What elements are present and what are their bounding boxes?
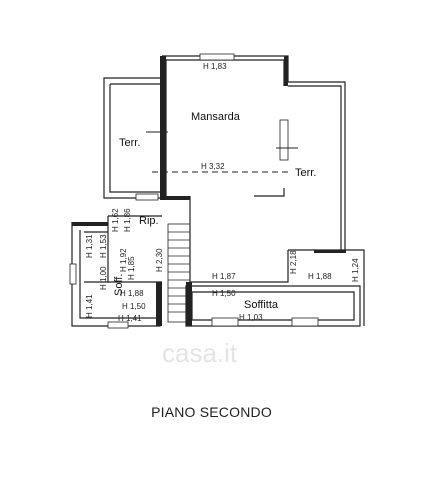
height-label: H 1,83 [203, 62, 227, 71]
height-label: H 1,92 [119, 248, 128, 272]
wall-segment [160, 56, 166, 196]
height-label: H 1,62 [111, 208, 120, 232]
window [135, 193, 159, 201]
window [291, 317, 319, 327]
room-label-terrace-right: Terr. [295, 167, 316, 179]
room-label-ripostiglio: Rip. [139, 215, 159, 227]
height-label: H 1,86 [123, 208, 132, 232]
window [199, 53, 235, 61]
mansarda-lower-wall [189, 188, 289, 283]
room-label-mansarda: Mansarda [191, 111, 241, 123]
height-label: H 2,30 [155, 248, 164, 272]
height-label: H 2,18 [289, 250, 298, 274]
wall-segment [284, 56, 288, 86]
window [69, 263, 77, 285]
terrace-left-wall [103, 77, 162, 199]
terrace-right-wall [288, 85, 342, 250]
mansarda-inner-wall [165, 59, 285, 196]
partition-wall [84, 231, 108, 283]
terrace-left-inner [109, 83, 160, 193]
height-label: H 1,31 [85, 234, 94, 258]
height-label: H 1,88 [120, 289, 144, 298]
height-label: H 1,03 [239, 313, 263, 322]
right-wing-wall [288, 249, 365, 326]
wall-segment [72, 222, 108, 226]
height-label: H 1,88 [308, 272, 332, 281]
watermark: casa.it [162, 338, 238, 368]
wall-segment [160, 196, 190, 200]
height-label: H 1,85 [127, 256, 136, 280]
height-label: H 1,00 [99, 266, 108, 290]
height-label: H 1,50 [212, 289, 236, 298]
height-label: H 3,32 [201, 162, 225, 171]
window [107, 321, 129, 329]
wall-segment [314, 250, 346, 253]
room-label-soffitta: Soffitta [244, 299, 279, 311]
window [211, 317, 239, 327]
wall-segment [156, 282, 162, 326]
room-label-terrace-left: Terr. [119, 137, 140, 149]
height-label: H 1,24 [351, 258, 360, 282]
height-label: H 1,50 [122, 302, 146, 311]
height-label: H 1,41 [118, 314, 142, 323]
room-label-soff: Soff. [113, 274, 125, 296]
height-label: H 1,87 [212, 272, 236, 281]
height-label: H 1,53 [99, 234, 108, 258]
floor-title: PIANO SECONDO [151, 404, 272, 420]
lower-inner-wall [79, 230, 156, 319]
height-label: H 1,41 [85, 294, 94, 318]
staircase [167, 223, 191, 323]
window [279, 119, 289, 161]
